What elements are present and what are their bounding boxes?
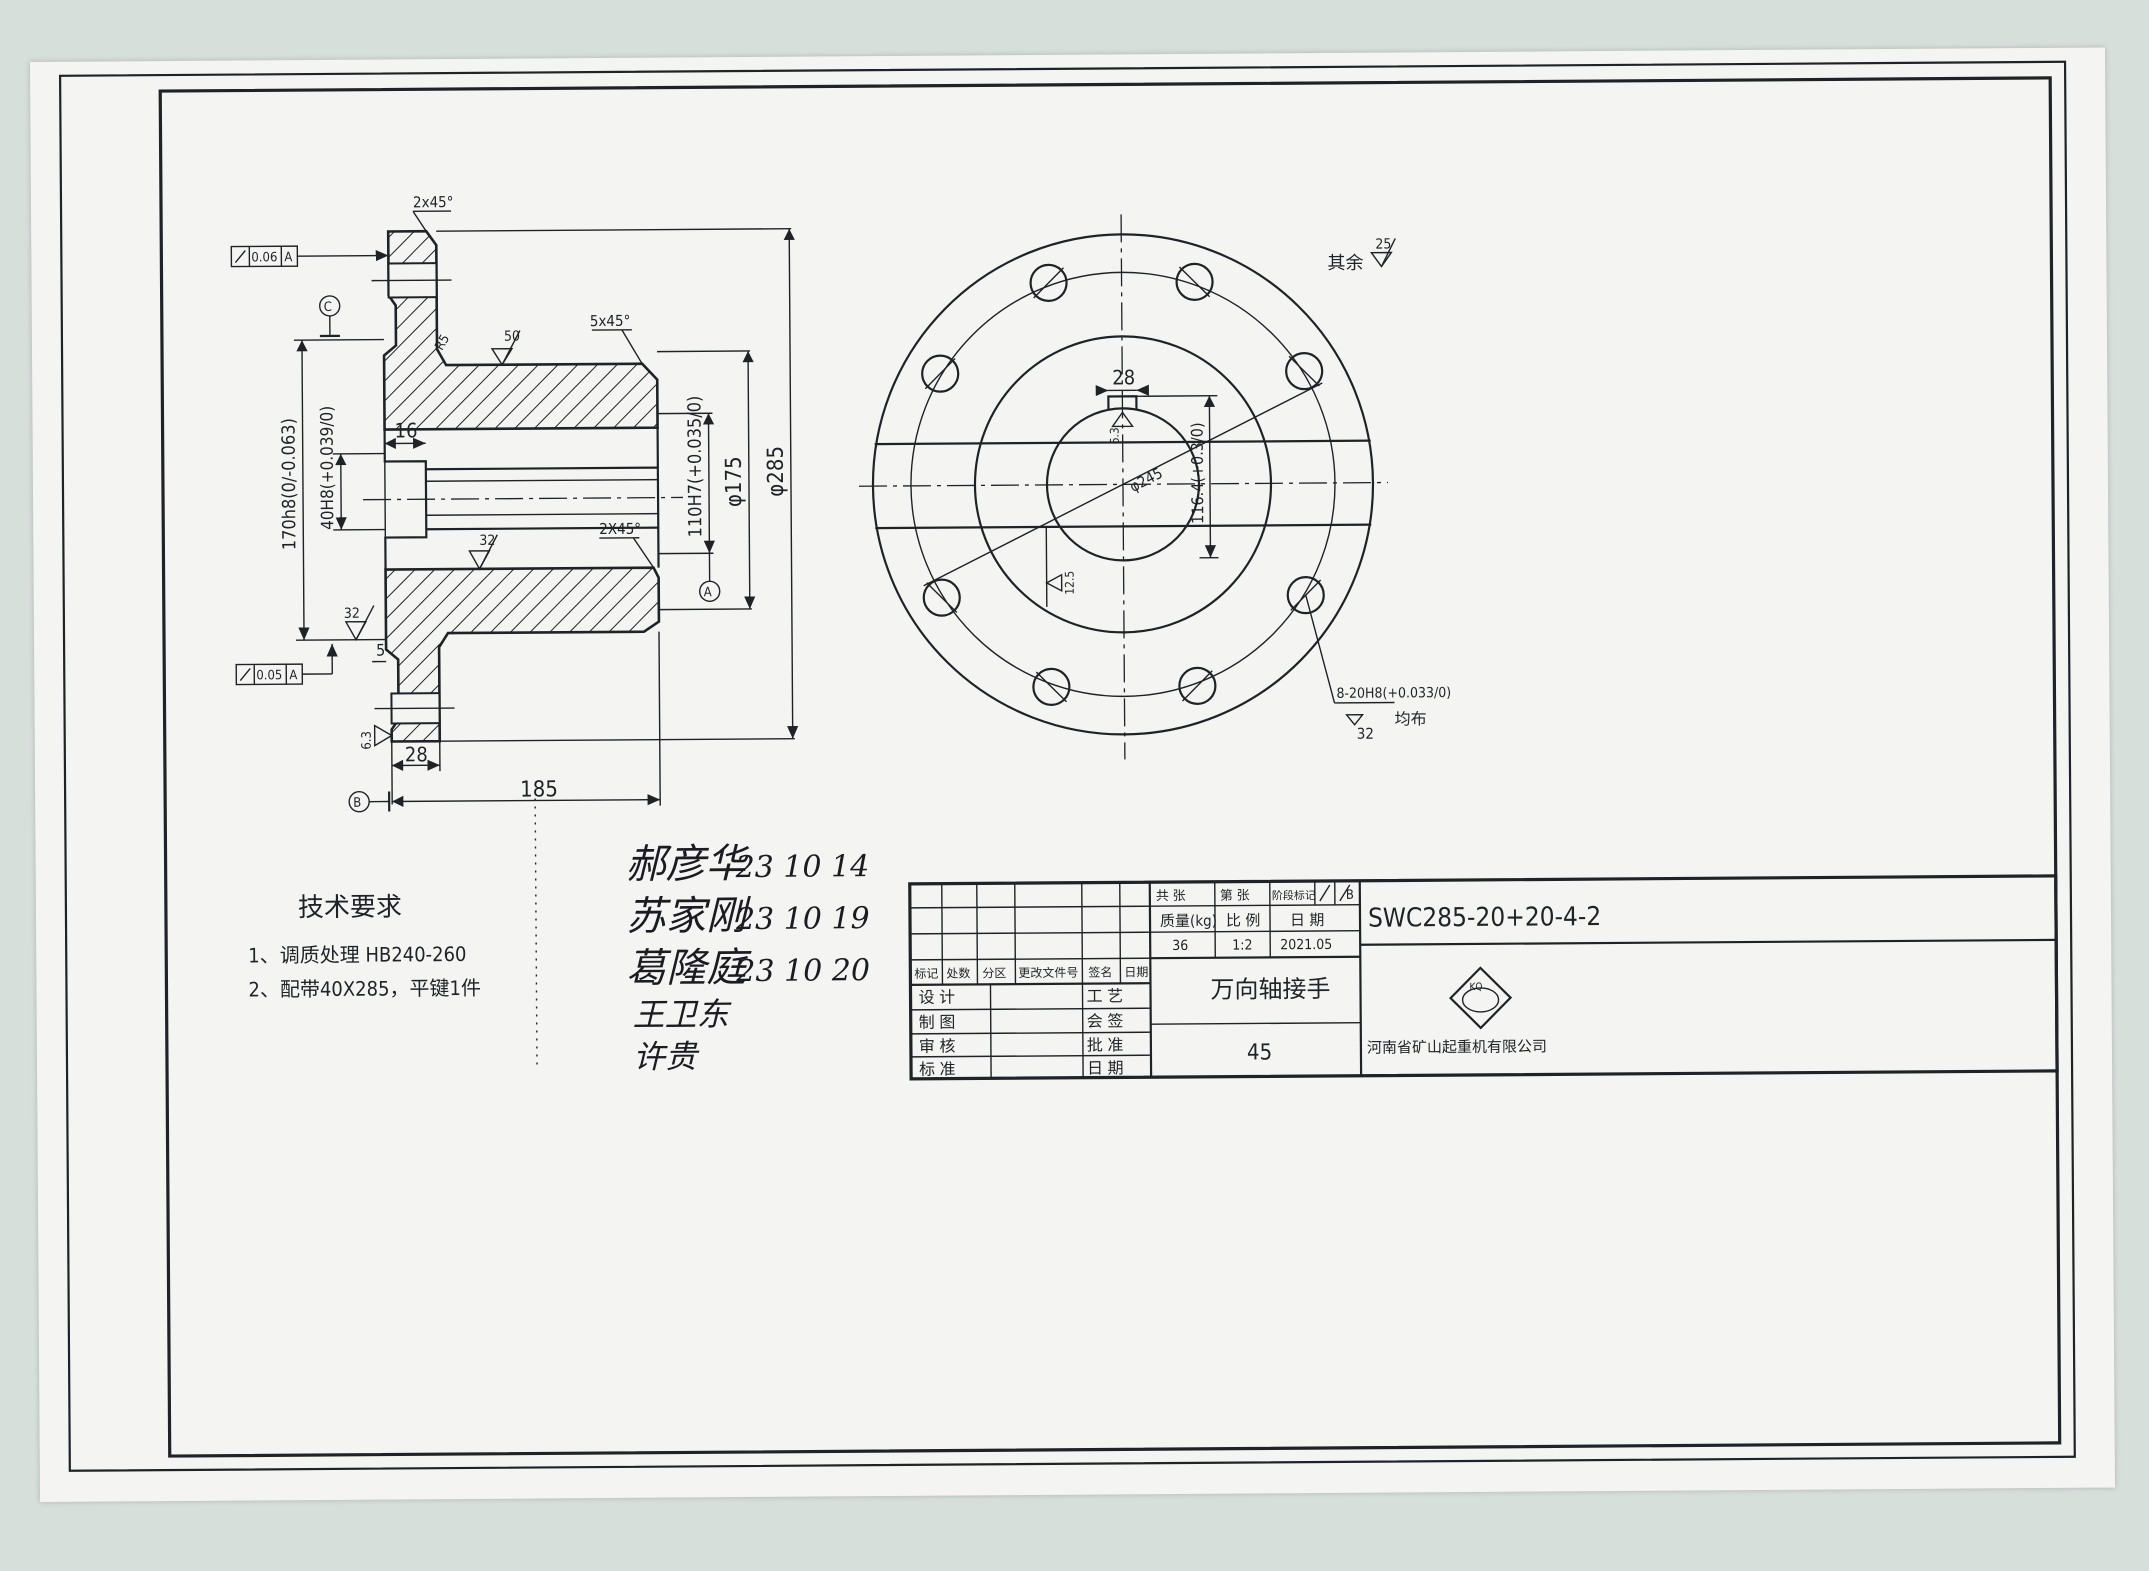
svg-text:A: A (704, 585, 712, 600)
mass-label: 质量(kg) (1160, 912, 1217, 930)
dim-170h8: 170h8(0/-0.063) (278, 418, 300, 550)
runout-tolerance-bottom: 0.05 A (235, 643, 338, 686)
chamfer-top: 2x45° (413, 193, 454, 211)
outer-border (58, 60, 2076, 1472)
company-logo: KQ (1449, 966, 1513, 1030)
mass-value: 36 (1172, 938, 1188, 954)
other-roughness: 其余 25 (1327, 237, 1396, 274)
date-value: 2021.05 (1280, 937, 1332, 953)
svg-text:6.3: 6.3 (360, 731, 375, 750)
dim-16: 16 (394, 418, 417, 442)
drawing-sheet: 16 28 185 5 φ285 φ175 110H7(+0.035/0) 17… (30, 47, 2116, 1502)
signature-5: 许贵 (633, 1037, 700, 1075)
roughness-32-inner: 32 (468, 533, 498, 571)
svg-text:32: 32 (344, 606, 360, 622)
rev-header-5: 签名 (1088, 964, 1112, 979)
svg-text:8-20H8(+0.033/0): 8-20H8(+0.033/0) (1336, 685, 1451, 702)
holes-callout: 8-20H8(+0.033/0) 均布 32 (1305, 594, 1451, 743)
keyway-depth: 116.4(+0.3/0) (1188, 422, 1208, 524)
dim-phi285: φ285 (764, 446, 789, 497)
svg-text:0.06: 0.06 (251, 250, 277, 265)
svg-text:A: A (284, 250, 292, 265)
tech-requirements: 技术要求 1、调质处理 HB240-260 2、配带40X285，平键1件 (248, 892, 481, 1002)
signature-2-date: 23 10 19 (735, 901, 870, 937)
signature-4: 王卫东 (633, 995, 732, 1034)
chamfer-mid: 5x45° (590, 312, 631, 330)
svg-text:50: 50 (504, 329, 520, 345)
dim-28-width: 28 (405, 742, 428, 766)
svg-text:32: 32 (1357, 725, 1374, 743)
dim-phi175: φ175 (722, 456, 747, 507)
signatures: 郝彦华 23 10 14 苏家刚 23 10 19 葛隆庭 23 10 20 王… (534, 798, 870, 1076)
dim-40h8: 40H8(+0.039/0) (317, 406, 338, 530)
dim-185: 185 (520, 777, 558, 802)
keyway-width: 28 (1112, 365, 1135, 389)
svg-text:0.05: 0.05 (256, 668, 282, 683)
svg-text:A: A (289, 668, 297, 683)
datum-a: A (699, 553, 721, 602)
roughness-32-face: 32 (344, 605, 375, 642)
role-design: 设 计 (918, 988, 955, 1007)
tech-item-2: 2、配带40X285，平键1件 (248, 976, 481, 1002)
role-check: 审 核 (919, 1037, 956, 1056)
company-name: 河南省矿山起重机有限公司 (1367, 1037, 1547, 1056)
signature-1: 郝彦华 (625, 841, 749, 888)
svg-text:KQ: KQ (1469, 982, 1482, 993)
rev-header-2: 处数 (946, 965, 970, 980)
svg-text:其余: 其余 (1327, 253, 1363, 274)
svg-text:32: 32 (479, 533, 495, 549)
drawing-number: SWC285-20+20-4-2 (1368, 902, 1601, 934)
fillet-r5: R5 (432, 332, 453, 353)
bolt-holes (921, 262, 1325, 706)
svg-text:均布: 均布 (1395, 709, 1427, 728)
part-name: 万向轴接手 (1210, 975, 1330, 1004)
rev-header-6: 日期 (1124, 965, 1148, 979)
rev-header-1: 标记 (914, 967, 938, 981)
signature-1-date: 23 10 14 (735, 849, 870, 885)
dim-110h7: 110H7(+0.035/0) (684, 396, 706, 538)
roughness-12-front: 12.5 (1045, 526, 1077, 607)
sheet-label: 第 张 (1220, 889, 1250, 904)
section-view: 16 28 185 5 φ285 φ175 110H7(+0.035/0) 17… (230, 193, 799, 813)
front-view: 28 116.4(+0.3/0) φ245 6.3 12.5 8-20H8(+0… (858, 214, 1451, 760)
svg-text:12.5: 12.5 (1063, 571, 1077, 595)
datum-b: B (348, 791, 391, 813)
roughness-50: 50 (490, 329, 521, 367)
material: 45 (1247, 1040, 1272, 1065)
datum-c: C (319, 295, 341, 338)
qty-label: 共 张 (1156, 889, 1186, 904)
svg-text:25: 25 (1375, 237, 1391, 253)
svg-text:6.3: 6.3 (1108, 427, 1122, 444)
date-label: 日 期 (1290, 911, 1324, 929)
stage-value: B (1346, 888, 1354, 903)
stage-label: 阶段标记 (1272, 888, 1316, 902)
role-approve: 批 准 (1087, 1035, 1124, 1054)
svg-text:B: B (353, 796, 361, 811)
inner-border (158, 76, 2062, 1458)
signature-3: 葛隆庭 (626, 945, 752, 992)
tech-item-1: 1、调质处理 HB240-260 (248, 942, 466, 968)
bore-diameter: φ245 (1127, 464, 1166, 496)
scale-label: 比 例 (1226, 911, 1260, 929)
signature-2: 苏家刚 (626, 893, 752, 940)
rev-header-3: 分区 (982, 966, 1006, 980)
role-draw: 制 图 (919, 1013, 956, 1032)
scale-value: 1:2 (1232, 937, 1252, 953)
roughness-63-front: 6.3 (1108, 411, 1134, 444)
runout-tolerance-top: 0.06 A (230, 245, 389, 268)
rev-header-4: 更改文件号 (1018, 965, 1078, 980)
roughness-63: 6.3 (360, 724, 394, 750)
role-sign: 会 签 (1087, 1011, 1124, 1030)
role-std: 标 准 (919, 1060, 956, 1079)
signature-3-date: 23 10 20 (735, 953, 870, 989)
role-process: 工 艺 (1086, 986, 1123, 1005)
chamfer-inner: 2X45° (599, 520, 641, 538)
dim-5: 5 (376, 641, 385, 660)
role-date: 日 期 (1087, 1058, 1124, 1077)
tech-title: 技术要求 (298, 892, 402, 923)
title-block: 标记 处数 分区 更改文件号 签名 日期 设 计 制 图 审 核 标 准 工 艺… (908, 874, 2059, 1081)
svg-text:C: C (324, 300, 332, 315)
